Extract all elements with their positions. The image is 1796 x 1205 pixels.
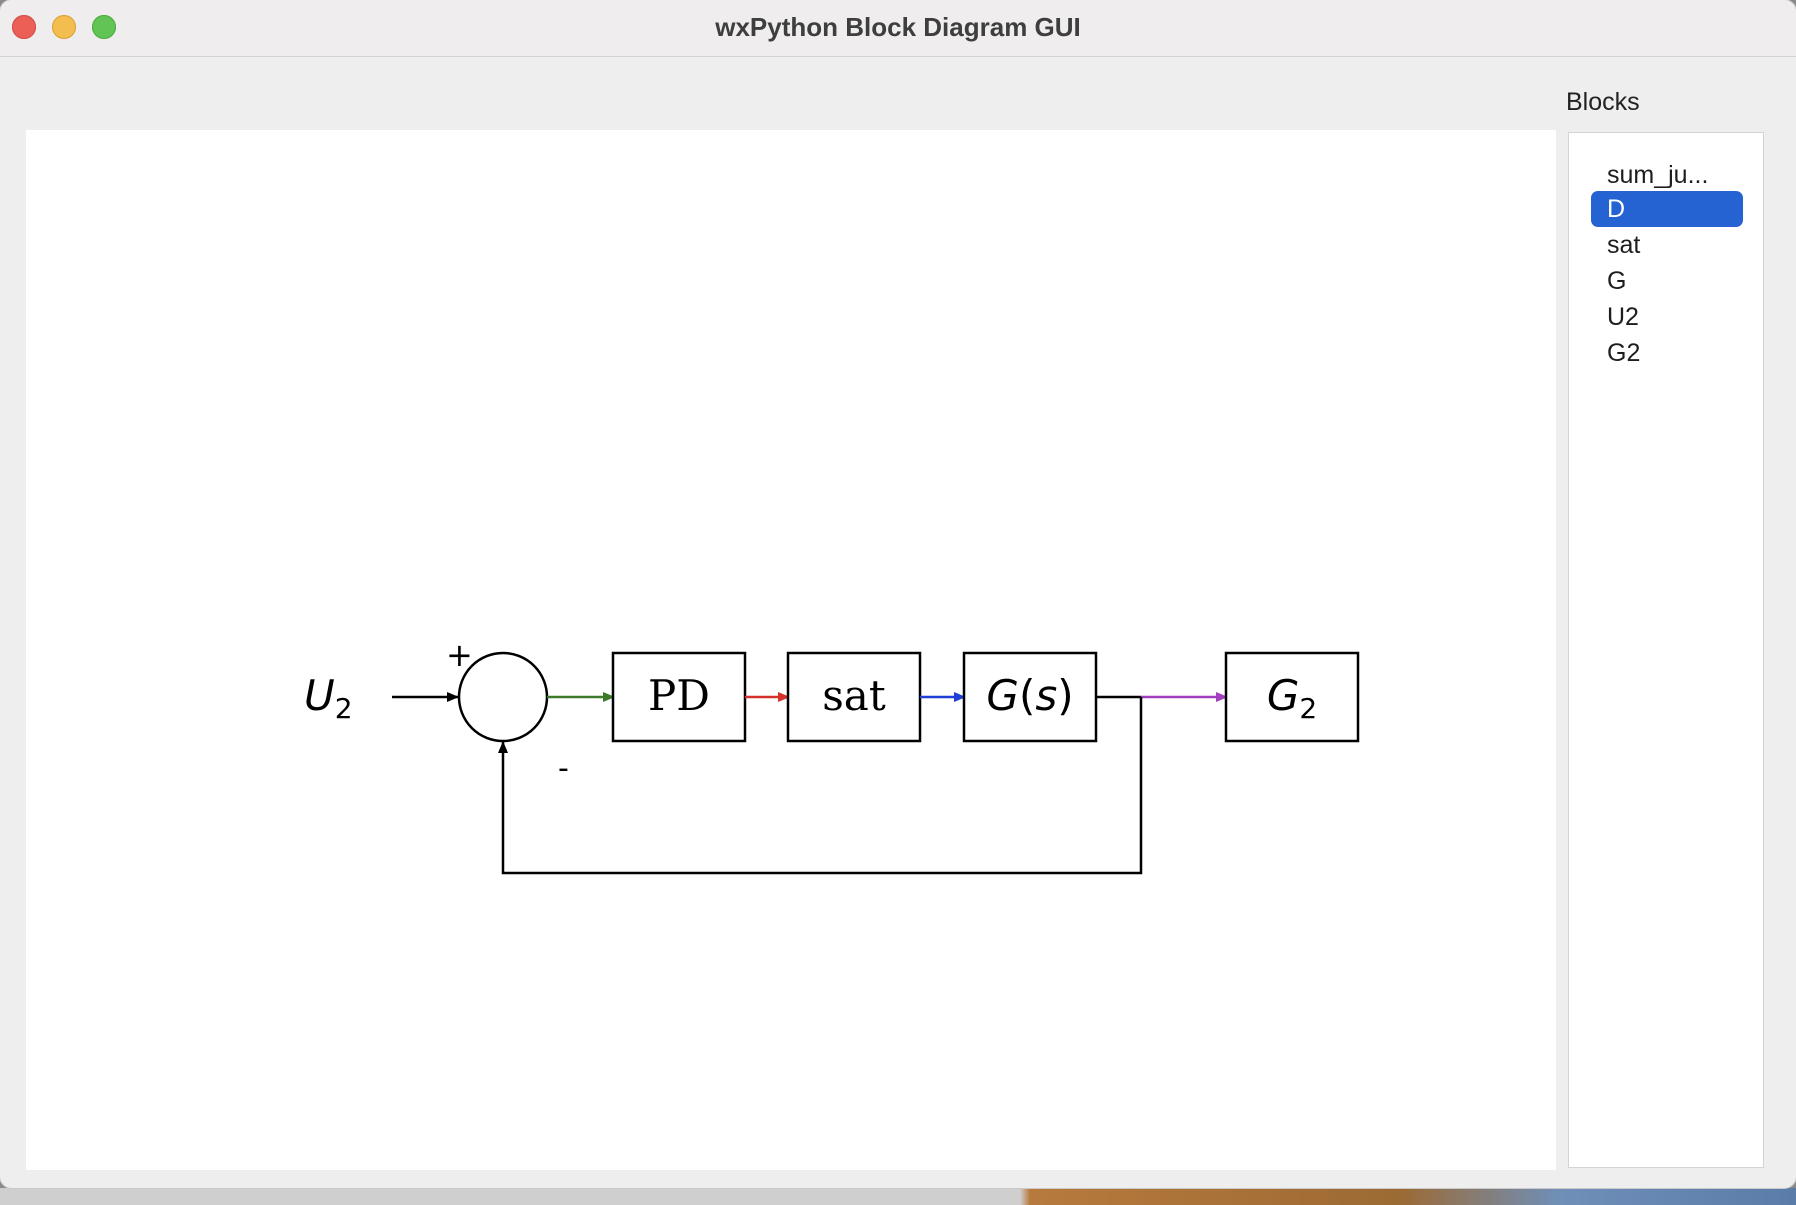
minimize-window-button[interactable]	[52, 15, 76, 39]
pd-block-label: PD	[648, 671, 710, 720]
list-item[interactable]: G2	[1607, 339, 1641, 367]
desktop-background	[0, 1188, 1796, 1205]
sat-block-label: sat	[822, 671, 886, 720]
zoom-window-button[interactable]	[92, 15, 116, 39]
feedback-path[interactable]	[498, 697, 1143, 875]
g-block-label: G(s)	[986, 671, 1073, 720]
list-item[interactable]: G	[1607, 267, 1627, 295]
g2-block[interactable]	[1224, 651, 1360, 743]
blocks-list-label: Blocks	[1566, 88, 1640, 116]
window-title: wxPython Block Diagram GUI	[715, 12, 1081, 42]
title-bar: wxPython Block Diagram GUI	[0, 0, 1796, 57]
close-window-button[interactable]	[12, 15, 36, 39]
g-block[interactable]	[962, 651, 1098, 743]
blocks-list[interactable]: sum_ju... D sat G U2 G2	[1568, 132, 1764, 1168]
list-item[interactable]: sum_ju...	[1607, 161, 1709, 189]
input-label[interactable]: U2	[304, 671, 353, 725]
list-item[interactable]: sat	[1607, 231, 1641, 259]
diagram-canvas[interactable]: U2 + - PD sat G(s)	[26, 130, 1556, 1170]
list-item-selected[interactable]: D	[1591, 191, 1743, 227]
sum-minus-sign: -	[558, 751, 569, 786]
list-item[interactable]: U2	[1607, 303, 1639, 331]
block-diagram: U2 + - PD sat G(s)	[304, 636, 1360, 875]
summing-junction[interactable]	[457, 651, 549, 743]
g2-block-label: G2	[1267, 671, 1317, 725]
sum-plus-sign: +	[446, 636, 473, 674]
